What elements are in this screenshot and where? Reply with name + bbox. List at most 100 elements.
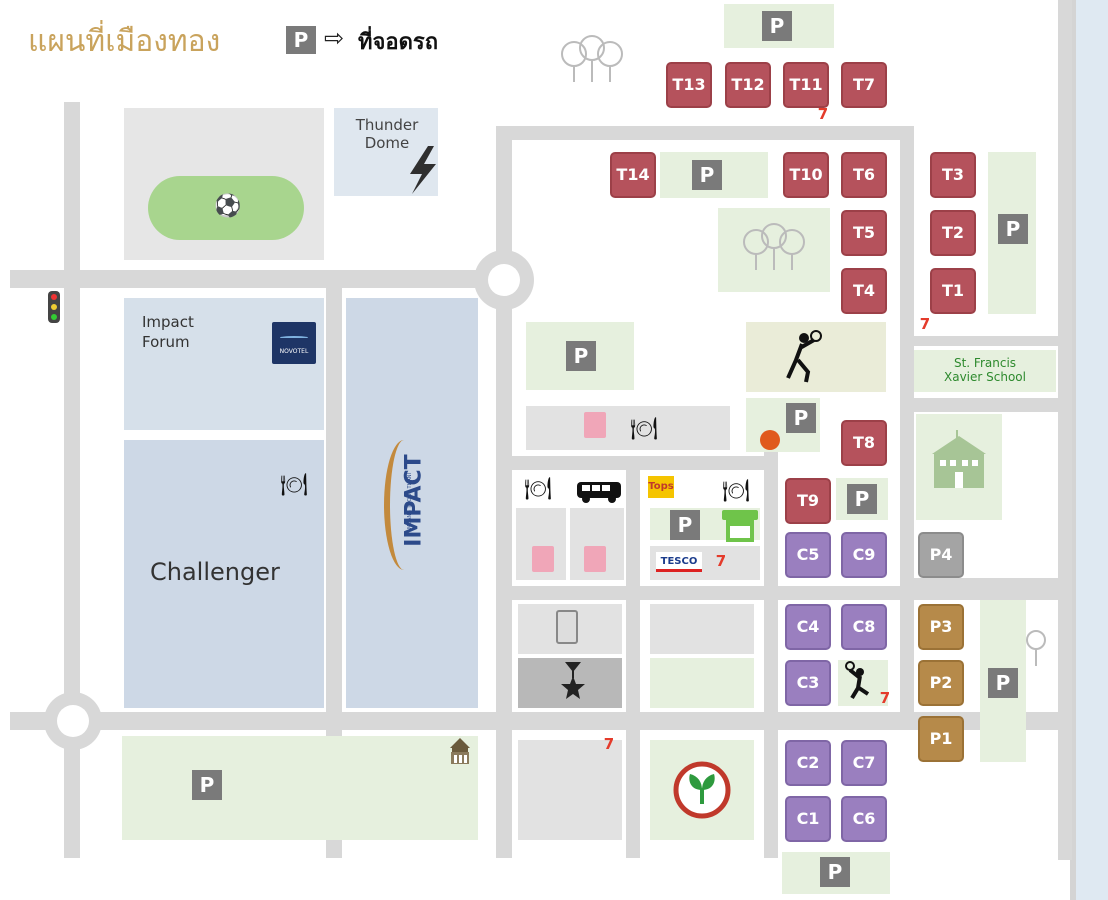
tower-t9: T9: [785, 478, 831, 524]
parking-icon-kfc: P: [786, 403, 816, 433]
legend-arrow: ⇨: [324, 24, 345, 52]
tower-c1: C1: [785, 796, 831, 842]
road-horizontal-school: [900, 398, 1072, 412]
parking-icon-t9: P: [847, 484, 877, 514]
tower-t14: T14: [610, 152, 656, 198]
shopping-strip: [526, 406, 730, 450]
tower-t3: T3: [930, 152, 976, 198]
shopping-bag-icon-1: [532, 546, 554, 572]
tennis-icon: [778, 330, 824, 388]
parking-icon-p-right: P: [988, 668, 1018, 698]
block-bottom-1: [518, 740, 622, 840]
impact-forum-label: Impact Forum: [142, 313, 194, 351]
tower-c3: C3: [785, 660, 831, 706]
tower-c7: C7: [841, 740, 887, 786]
block-mid-1: [650, 604, 754, 654]
parking-icon-mid-left: P: [566, 341, 596, 371]
seven-eleven-icon-t1: 7: [919, 315, 931, 333]
parking-icon-t14: P: [692, 160, 722, 190]
tower-p4: P4: [918, 532, 964, 578]
tower-t11: T11: [783, 62, 829, 108]
kasikorn-bank-icon: [672, 760, 732, 824]
seven-eleven-icon: 7: [817, 105, 829, 123]
shopping-bag-icon: [584, 412, 606, 438]
tops-logo: Tops: [648, 476, 674, 498]
school-label: St. Francis Xavier School: [944, 356, 1026, 384]
river-area: [1074, 0, 1108, 900]
block-mid-2: [650, 658, 754, 708]
dining-icon-bus: 🍽: [524, 477, 552, 502]
impact-forum-block: [124, 298, 324, 430]
tower-t12: T12: [725, 62, 771, 108]
road-left-vertical: [64, 102, 80, 858]
trophy-star-icon: [560, 662, 586, 706]
shopping-bag-icon-2: [584, 546, 606, 572]
legend-text: ที่จอดรถ: [358, 30, 439, 55]
lightning-icon: [402, 146, 442, 198]
seven-eleven-icon-bottom: 7: [603, 735, 615, 753]
seven-eleven-icon-c3: 7: [879, 689, 891, 707]
road-horizontal-lower: [900, 578, 1072, 592]
tower-t5: T5: [841, 210, 887, 256]
tower-t1: T1: [930, 268, 976, 314]
tesco-logo: TESCO: [656, 552, 702, 572]
parking-icon-bottom-left: P: [192, 770, 222, 800]
tower-t2: T2: [930, 210, 976, 256]
impact-logo-subtext: MUANG THONG THANI: [407, 472, 414, 530]
tower-t4: T4: [841, 268, 887, 314]
football-field: [148, 176, 304, 240]
tower-c5: C5: [785, 532, 831, 578]
roundabout-top-inner: [488, 264, 520, 296]
soccer-ball-icon: ⚽: [214, 194, 242, 219]
tower-t10: T10: [783, 152, 829, 198]
dining-icon: 🍽: [280, 473, 308, 498]
parking-icon-t-right: P: [998, 214, 1028, 244]
traffic-light-icon: [48, 291, 60, 323]
impact-logo-text: IMPACT: [401, 454, 427, 547]
building-logo-icon: [556, 610, 578, 644]
road-right-vertical-1: [900, 126, 914, 720]
parking-icon-top: P: [762, 11, 792, 41]
road-main-horizontal-bottom: [10, 712, 1060, 730]
challenger-label: Challenger: [150, 558, 280, 586]
tennis-court-block: [746, 322, 886, 392]
tower-t8: T8: [841, 420, 887, 466]
road-vertical-mid: [496, 126, 512, 858]
road-vertical-mid2: [626, 470, 640, 858]
basketball-icon: [842, 660, 876, 704]
road-vertical-mid3: [764, 410, 778, 858]
parking-icon-tops: P: [670, 510, 700, 540]
tower-p1: P1: [918, 716, 964, 762]
temple-icon: [448, 738, 472, 768]
restaurant-logo-icon: [760, 430, 780, 450]
school-label-block: [914, 350, 1056, 392]
tower-t6: T6: [841, 152, 887, 198]
road-horizontal-mid: [496, 456, 774, 470]
parking-area-bottom-left: [122, 736, 478, 840]
river-edge: [1070, 0, 1076, 900]
novotel-logo: NOVOTEL: [272, 322, 316, 364]
road-top-loop: [496, 126, 914, 140]
roundabout-bottom-inner: [57, 705, 89, 737]
road-main-horizontal-top: [10, 270, 510, 288]
market-stall-icon: [720, 508, 760, 548]
thunder-dome-label: Thunder Dome: [355, 116, 419, 152]
legend-parking-icon: P: [286, 26, 316, 54]
tower-c4: C4: [785, 604, 831, 650]
seven-eleven-icon-tesco: 7: [715, 552, 727, 570]
bus-icon: [576, 480, 624, 508]
tower-t13: T13: [666, 62, 712, 108]
tower-p3: P3: [918, 604, 964, 650]
tower-c6: C6: [841, 796, 887, 842]
challenger-block: [124, 440, 324, 708]
tree-icon-right: [1026, 628, 1050, 672]
tower-t7: T7: [841, 62, 887, 108]
tower-p2: P2: [918, 660, 964, 706]
tower-c8: C8: [841, 604, 887, 650]
tree-icon: [556, 34, 628, 88]
road-horizontal-school2: [900, 336, 1072, 346]
road-right-vertical-2: [1058, 0, 1072, 860]
dining-icon-strip: 🍽: [630, 417, 658, 442]
dining-icon-tops: 🍽: [722, 479, 750, 504]
tower-c2: C2: [785, 740, 831, 786]
